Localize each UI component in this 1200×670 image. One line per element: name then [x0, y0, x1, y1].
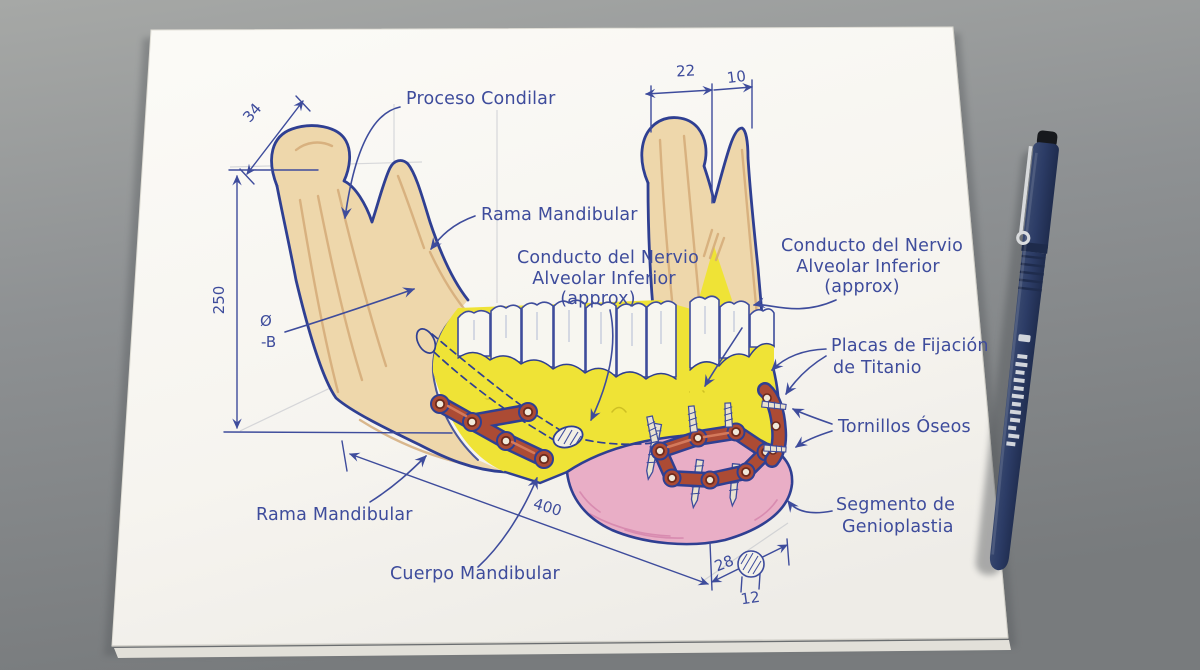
- leader-conducto-right-inner: [704, 327, 743, 388]
- label-tornillos-text: Tornillos Óseos: [837, 415, 971, 437]
- leader-conducto-center: [590, 309, 614, 422]
- pen-cap: [1021, 130, 1059, 254]
- paper-stack-edge: [114, 640, 1011, 658]
- dim-22-text: 22: [675, 61, 695, 80]
- label-cuerpo-mandibular: Cuerpo Mandibular: [390, 564, 561, 584]
- dimension-12: 12: [740, 573, 761, 608]
- nerve-canal-section: [552, 425, 584, 449]
- dim-12-text: 12: [740, 588, 761, 608]
- label-conducto-center-line3: (approx): [560, 289, 636, 309]
- label-rama-mandibular-upper: Rama Mandibular: [481, 205, 638, 225]
- dimension-28: 28: [711, 538, 790, 583]
- leader-segmento: [787, 500, 833, 514]
- leader-tornillos-2: [795, 430, 833, 448]
- label-tornillos: Tornillos Óseos: [791, 408, 971, 448]
- leader-cuerpo: [477, 476, 538, 568]
- label-conducto-center-line1: Conducto del Nervio: [517, 248, 699, 268]
- bone-screws-small: [646, 402, 734, 444]
- leader-proceso-condilar: [341, 106, 401, 220]
- label-rama-mandibular-lower: Rama Mandibular: [256, 505, 413, 525]
- teeth-row: [457, 295, 775, 378]
- diameter-symbol: Ø: [260, 312, 272, 330]
- label-placas: Placas de Fijación de Titanio: [771, 336, 989, 395]
- leader-placas-1: [771, 348, 827, 371]
- label-conducto-right: Conducto del Nervio Alveolar Inferior (a…: [704, 236, 963, 388]
- dim-10-text: 10: [726, 67, 747, 87]
- label-segmento-line2: Genioplastia: [842, 517, 954, 537]
- label-placas-line2: de Titanio: [833, 358, 922, 378]
- label-segmento: Segmento de Genioplastia: [787, 495, 955, 537]
- dimension-10: 10: [713, 67, 754, 129]
- label-conducto-center: Conducto del Nervio Alveolar Inferior (a…: [517, 248, 699, 422]
- dimension-22: 22: [644, 61, 714, 204]
- osteotomy-section-circle: [737, 550, 765, 578]
- pen: [989, 130, 1059, 571]
- label-proceso-condilar: Proceso Condilar: [406, 89, 556, 109]
- dim-28-text: 28: [712, 551, 736, 575]
- leader-rama-lower: [369, 455, 427, 503]
- leader-rama-upper: [430, 215, 476, 250]
- label-conducto-right-line2: Alveolar Inferior: [796, 257, 940, 277]
- pen-grip-rings: [1018, 254, 1046, 292]
- label-conducto-center-line2: Alveolar Inferior: [532, 269, 676, 289]
- pen-markings: [1006, 334, 1031, 447]
- label-conducto-right-line1: Conducto del Nervio: [781, 236, 963, 256]
- label-segmento-line1: Segmento de: [836, 495, 955, 515]
- fixation-plate-posterior: [757, 382, 788, 468]
- diameter-leader-arrow: [284, 287, 416, 333]
- diameter-note: Ø -B: [260, 287, 416, 351]
- dimension-250: 250: [210, 169, 453, 434]
- label-conducto-right-line3: (approx): [824, 277, 900, 297]
- leader-conducto-right: [752, 297, 837, 310]
- label-placas-line1: Placas de Fijación: [831, 336, 989, 356]
- leader-tornillos-1: [791, 408, 833, 425]
- dim-250-text: 250: [210, 286, 228, 315]
- pen-clip: [1016, 145, 1034, 246]
- diameter-ref: -B: [261, 333, 276, 351]
- annotations: Proceso Condilar Rama Mandibular Conduct…: [256, 89, 989, 584]
- leader-placas-2: [785, 355, 827, 395]
